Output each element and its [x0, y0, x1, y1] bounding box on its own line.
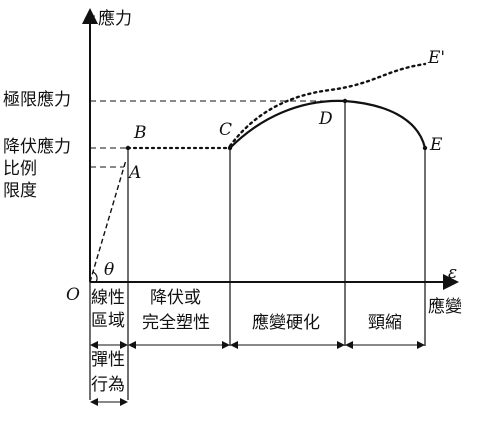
point-c-marker	[227, 145, 233, 151]
point-c-label: C	[219, 120, 232, 140]
elastic-line	[89, 159, 127, 283]
strain-hardening-label: 應變硬化	[252, 312, 320, 333]
y-axis-label: 應力	[98, 8, 132, 29]
x-axis-symbol: ε	[448, 263, 457, 283]
point-e-marker	[422, 145, 428, 151]
origin-label: O	[66, 285, 80, 305]
elastic-behavior-label-line1: 彈性	[91, 350, 125, 370]
necking-label: 頸縮	[368, 313, 402, 333]
point-e-prime-label: E'	[427, 48, 445, 68]
yielding-region-label-line1: 降伏或	[150, 288, 201, 308]
point-d-marker	[342, 98, 348, 104]
x-axis-label: 應變	[428, 296, 462, 317]
angle-arc	[92, 271, 98, 283]
proportional-limit-label-line2: 限度	[3, 181, 37, 201]
theta-label: θ	[104, 260, 114, 280]
proportional-limit-label-line1: 比例	[3, 159, 37, 179]
point-b-marker	[125, 145, 131, 151]
point-d-label: D	[318, 109, 333, 129]
ultimate-stress-label: 極限應力	[3, 89, 71, 110]
yielding-region-label-line2: 完全塑性	[142, 313, 210, 333]
true-stress-curve	[228, 62, 427, 148]
linear-region-label-line1: 線性	[91, 288, 125, 308]
yield-stress-label: 降伏應力	[3, 136, 71, 157]
elastic-behavior-label-line2: 行為	[91, 375, 125, 395]
point-a-label: A	[127, 163, 141, 183]
y-axis-symbol: σ	[84, 9, 96, 28]
point-b-label: B	[133, 123, 147, 143]
linear-region-label-line2: 區域	[91, 311, 125, 331]
point-e-label: E	[429, 135, 443, 155]
